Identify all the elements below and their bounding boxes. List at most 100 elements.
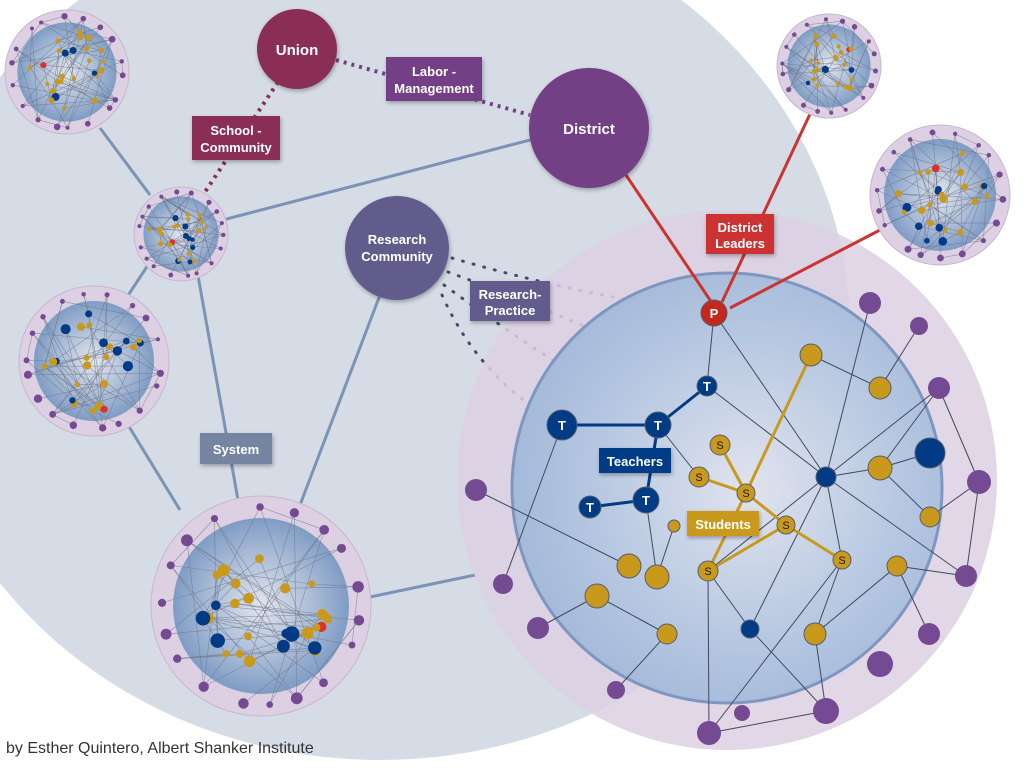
school-edge — [96, 50, 102, 76]
teacher-node — [546, 409, 578, 441]
school-edge — [788, 64, 845, 90]
school-member-node — [931, 164, 940, 173]
school-member-node — [23, 370, 32, 379]
school-edge — [918, 225, 984, 241]
school-edge — [207, 617, 317, 628]
school-member-node — [218, 246, 223, 251]
school-edge — [140, 247, 212, 264]
school-member-node — [871, 51, 877, 57]
school-member-node — [780, 71, 786, 77]
school-edge — [52, 385, 157, 415]
teacher-node — [740, 619, 760, 639]
school-member-node — [835, 81, 840, 86]
school-member-node — [20, 103, 25, 109]
school-edge — [817, 41, 869, 71]
school-member-node — [100, 59, 106, 64]
school-edge — [909, 139, 928, 241]
school-member-node — [106, 343, 114, 351]
district-hub[interactable]: District — [529, 68, 649, 188]
school-edge — [57, 81, 116, 101]
school-edge — [52, 414, 74, 426]
school-member-node — [996, 171, 1003, 178]
school-edge — [170, 565, 312, 585]
school-edge — [37, 31, 81, 120]
school-edge — [243, 647, 315, 704]
school-member-node — [880, 166, 885, 172]
edge — [938, 387, 980, 483]
school-edge — [907, 191, 938, 250]
school-member-node — [35, 117, 41, 123]
principal-node-letter: P — [710, 306, 719, 321]
school-edge — [960, 185, 985, 233]
school-member-node — [221, 232, 226, 238]
school-member-node — [276, 639, 290, 653]
school-edge — [919, 172, 939, 190]
school-edge — [148, 206, 173, 243]
school-member-node — [40, 61, 47, 69]
school-member-node — [196, 228, 202, 234]
student-link — [707, 523, 787, 573]
edge — [708, 710, 827, 734]
district-leaders-label: District Leaders — [706, 214, 774, 254]
school-member-node — [97, 24, 104, 31]
school-edge — [57, 40, 75, 79]
school-member-node — [290, 692, 303, 705]
union-relations — [201, 58, 531, 197]
school-edge — [15, 48, 58, 83]
school-community-text-1: School - — [210, 123, 261, 138]
teacher-node-letter: T — [703, 379, 711, 394]
school-member-node — [136, 337, 142, 344]
edge — [825, 476, 967, 577]
teacher-node-letter: T — [586, 500, 594, 515]
student-node — [803, 622, 827, 646]
school-edge — [920, 204, 930, 256]
school-member-node — [821, 65, 829, 74]
school-member-node — [847, 86, 852, 91]
school-member-node — [168, 272, 174, 278]
edge — [707, 476, 827, 572]
school-member-node — [58, 79, 64, 85]
school-member-node — [76, 33, 84, 41]
school-member-node — [308, 580, 316, 588]
school-member-node — [166, 561, 175, 570]
school-member-node — [80, 15, 87, 22]
teacher-node — [696, 375, 718, 397]
school-edge — [810, 60, 832, 113]
school-member-node — [45, 81, 50, 86]
school-edge — [882, 168, 944, 200]
school-member-node — [843, 107, 848, 112]
edge — [965, 481, 980, 577]
school-edge — [97, 350, 118, 408]
school-edge — [878, 171, 929, 212]
school-member-node — [784, 44, 789, 49]
school-edge — [146, 258, 189, 276]
small-school — [4, 9, 130, 135]
school-member-node — [87, 58, 92, 63]
research-community-hub[interactable]: Research Community — [345, 196, 449, 300]
edge — [896, 565, 930, 635]
school-edge — [878, 194, 943, 212]
school-edge — [96, 75, 116, 101]
school-edge — [782, 60, 812, 75]
school-member-node — [204, 225, 209, 230]
union-hub[interactable]: Union — [257, 9, 337, 89]
school-member-node — [848, 46, 854, 52]
school-member-node — [266, 701, 274, 708]
small-schools — [4, 9, 1011, 717]
parent-node — [955, 565, 977, 587]
school-member-node — [222, 650, 230, 658]
school-edge — [850, 85, 872, 90]
school-edge — [813, 44, 818, 80]
principal-node — [700, 299, 728, 327]
edge — [825, 387, 940, 478]
school-member-node — [115, 420, 122, 427]
school-member-node — [935, 223, 944, 232]
student-link — [744, 354, 813, 494]
school-member-node — [85, 310, 93, 318]
school-member-node — [159, 231, 165, 237]
school-member-node — [939, 195, 948, 203]
school-edge — [960, 172, 963, 254]
school-edge — [986, 174, 1000, 197]
school-member-node — [823, 17, 828, 22]
school-edge — [72, 38, 113, 51]
